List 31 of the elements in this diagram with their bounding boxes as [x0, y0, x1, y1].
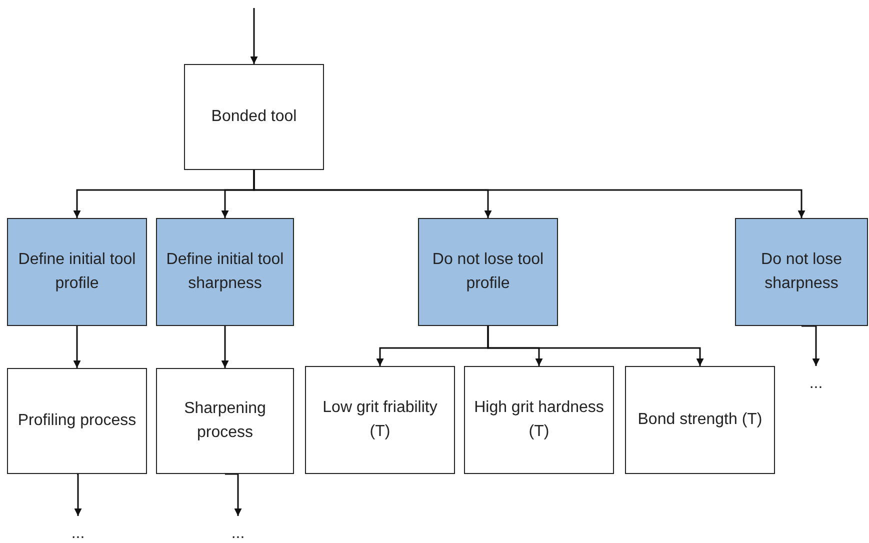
arrow	[253, 170, 806, 218]
box-label: Define initial tool sharpness	[165, 250, 285, 294]
box-label: Bond strength (T)	[636, 410, 764, 430]
arrow	[250, 8, 258, 64]
goal-box	[735, 218, 868, 326]
box-label: High grit hardness (T)	[473, 398, 605, 442]
box-label: Low grit friability (T)	[322, 398, 438, 442]
goal-box	[7, 218, 147, 326]
arrow	[73, 325, 81, 368]
box-label: Sharpening process	[183, 399, 267, 443]
box-label: Bonded tool	[210, 107, 298, 127]
process-box	[625, 366, 775, 474]
arrow	[802, 325, 820, 366]
goal-box	[156, 218, 294, 326]
process-box	[7, 368, 147, 474]
arrow	[225, 473, 242, 516]
arrow	[487, 326, 704, 366]
process-box	[305, 366, 455, 474]
ellipsis-text: ...	[809, 376, 823, 392]
box-label: Define initial tool profile	[17, 250, 137, 294]
box-label: Do not lose tool profile	[431, 250, 545, 294]
arrow	[74, 473, 82, 516]
ellipsis-text: ...	[231, 526, 245, 542]
process-box	[156, 368, 294, 474]
arrow	[221, 325, 229, 368]
process-box	[464, 366, 614, 474]
box-label: Do not lose sharpness	[760, 250, 843, 294]
ellipsis-text: ...	[71, 526, 85, 542]
goal-box	[418, 218, 558, 326]
process-box	[184, 64, 324, 170]
box-label: Profiling process	[16, 411, 138, 431]
